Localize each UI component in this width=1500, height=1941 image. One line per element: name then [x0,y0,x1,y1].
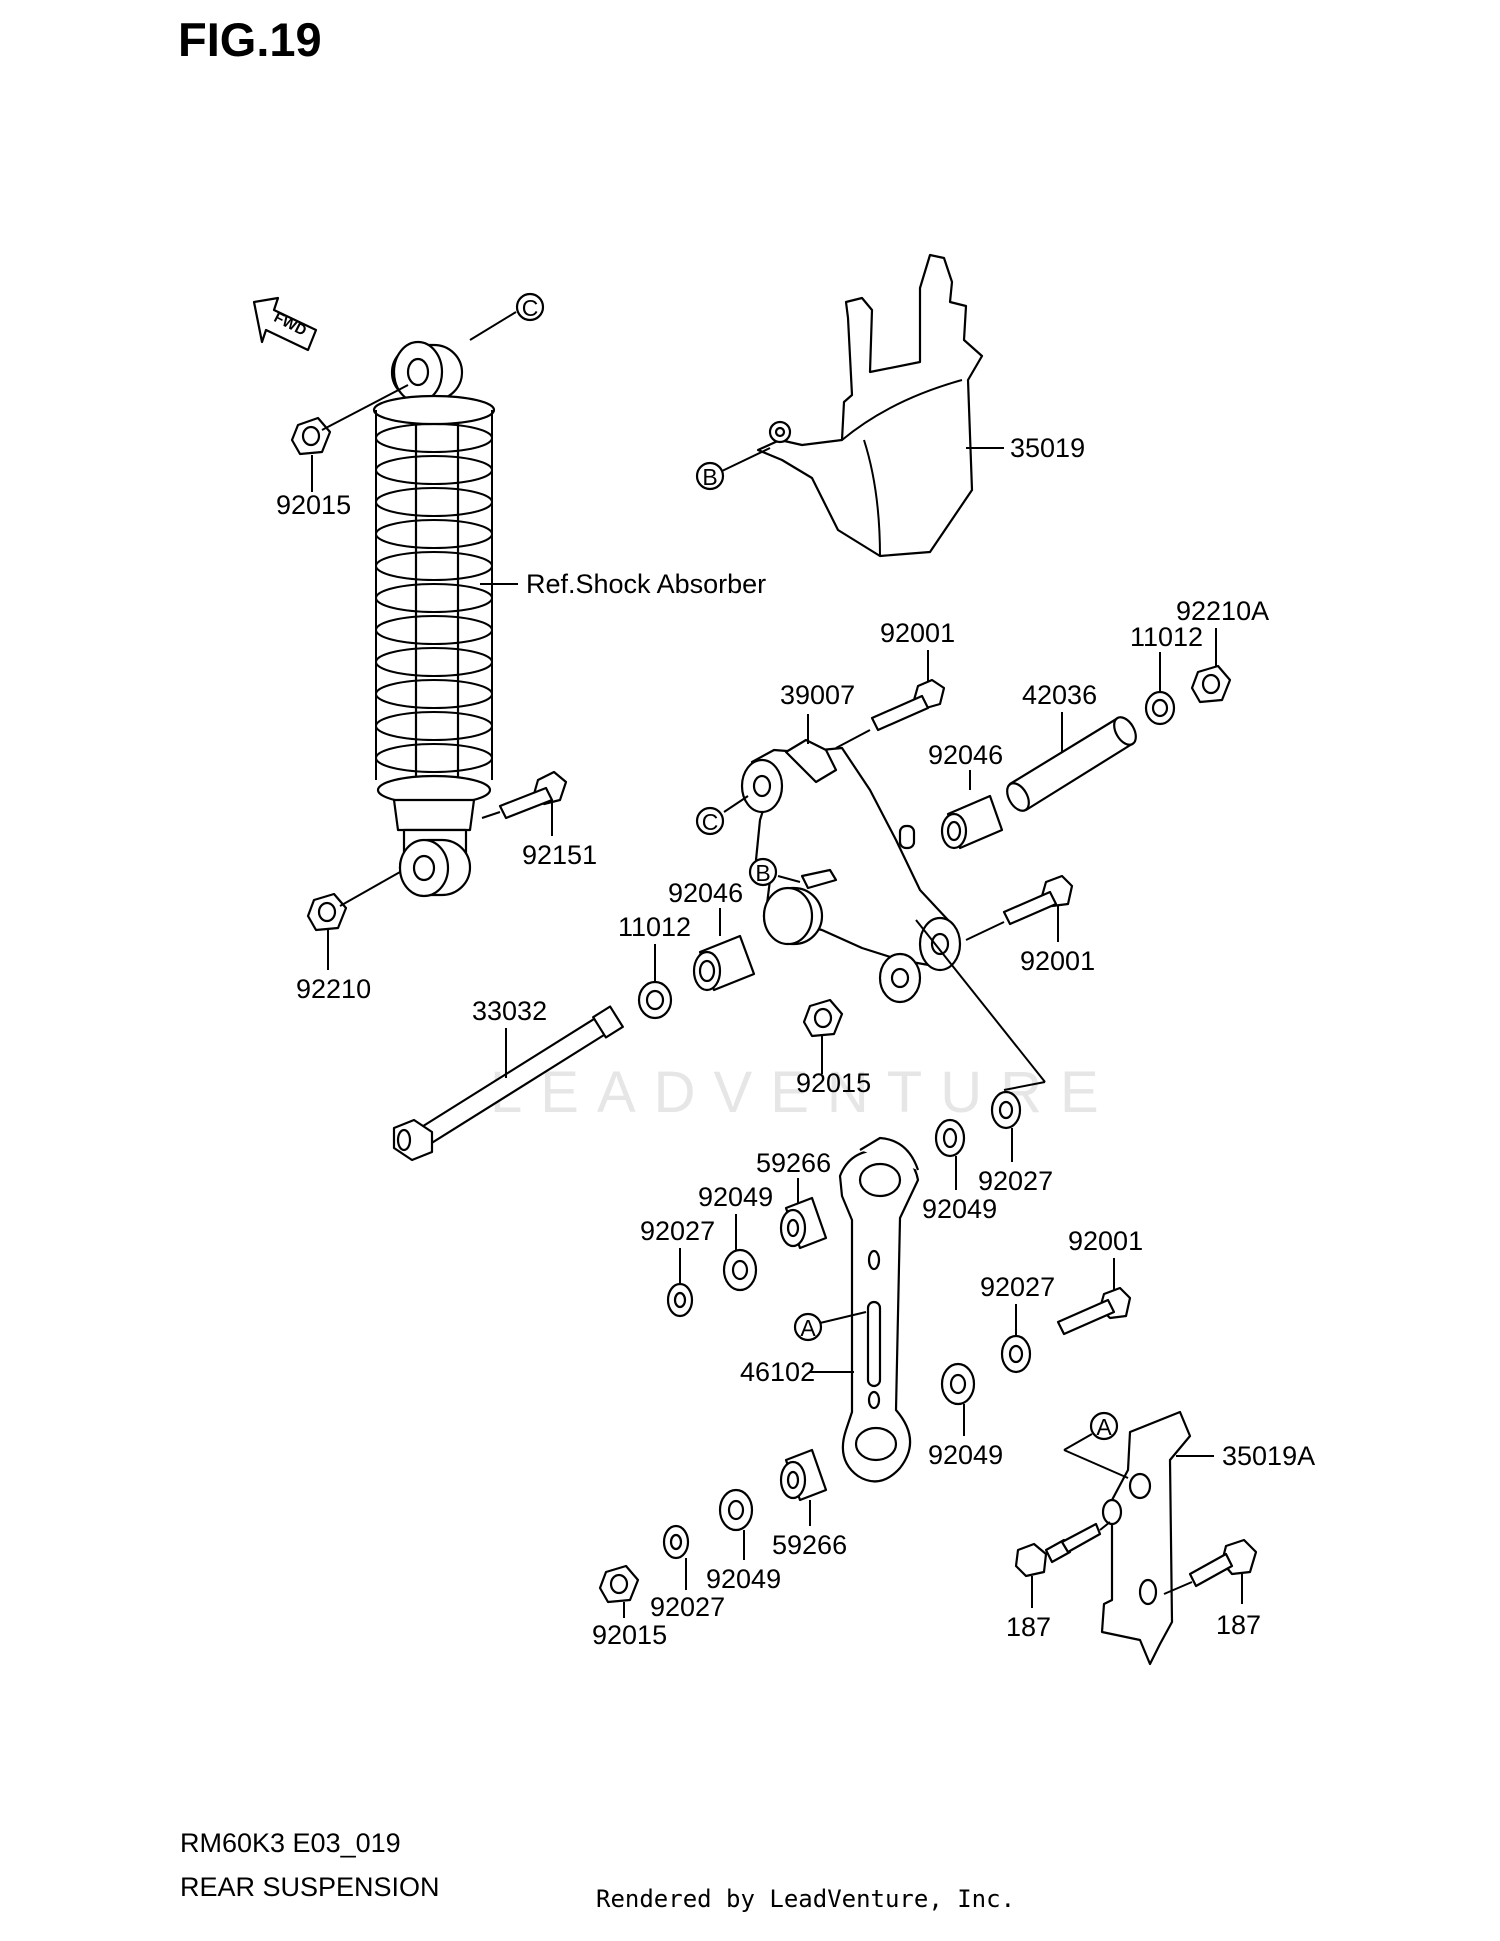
figure-name: REAR SUSPENSION [180,1872,440,1902]
label-35019A: 35019A [1222,1441,1315,1471]
label-35019: 35019 [1010,433,1085,463]
label-92049-low: 92049 [928,1440,1003,1470]
shock-absorber [372,340,496,898]
callout-b-mid: B [748,857,778,887]
bolt-187-right [1188,1538,1258,1588]
label-92001-low: 92001 [1068,1226,1143,1256]
spacer-92027-right [990,1090,1022,1130]
svg-text:A: A [1096,1414,1112,1440]
guard-35019A [1100,1410,1192,1666]
label-92027-left: 92027 [640,1216,715,1246]
spacer-59266-top [779,1196,828,1250]
svg-text:C: C [522,295,539,321]
label-42036: 42036 [1022,680,1097,710]
spacer-92027-bottom [662,1524,690,1560]
callout-c-mid: C [695,806,725,836]
label-92049-right: 92049 [922,1194,997,1224]
bolt-33032 [392,1005,624,1162]
spacer-92027-left [666,1282,694,1318]
label-11012-left: 11012 [618,912,691,942]
label-92049-bottom: 92049 [706,1564,781,1594]
label-92210A: 92210A [1176,596,1269,626]
svg-text:B: B [755,860,770,886]
washer-92049-left [722,1248,758,1292]
bolt-92001-low [1056,1286,1132,1336]
nut-92210A [1190,664,1232,704]
bushing-11012-left [637,980,673,1020]
callout-a-bottom: A [1089,1411,1119,1441]
bolt-187-left [1014,1522,1102,1578]
label-59266-top: 59266 [756,1148,831,1178]
label-46102: 46102 [740,1357,815,1387]
label-92015-bottom: 92015 [592,1620,667,1650]
spacer-59266-bottom [779,1448,828,1502]
label-187-right: 187 [1216,1610,1261,1640]
bearing-92046-right [940,794,1004,850]
svg-text:B: B [702,464,717,490]
tie-rod-46102 [838,1136,920,1483]
nut-92015-top [290,416,332,456]
washer-92049-right [934,1118,966,1158]
model-code: RM60K3 E03_019 [180,1828,401,1858]
label-59266-bottom: 59266 [772,1530,847,1560]
label-92001-top: 92001 [880,618,955,648]
nut-92210 [306,892,348,932]
callout-a-top: A [793,1312,823,1342]
chain-guard-35019 [756,253,984,558]
callout-c-top: C [515,292,545,322]
rendered-by-credit: Rendered by LeadVenture, Inc. [596,1885,1016,1913]
label-92049-left: 92049 [698,1182,773,1212]
label-92027-bottom: 92027 [650,1592,725,1622]
label-39007: 39007 [780,680,855,710]
label-92001-mid: 92001 [1020,946,1095,976]
washer-92049-low [940,1362,976,1406]
label-92015-mid: 92015 [796,1068,871,1098]
label-92015-top: 92015 [276,490,351,520]
label-11012-right: 11012 [1130,622,1203,652]
shock-spring [375,410,493,780]
bolt-92001-top [870,678,946,732]
bolt-92151 [498,770,568,820]
washer-92049-bottom [718,1488,754,1532]
label-33032: 33032 [472,996,547,1026]
bearing-92046-left [692,934,756,992]
label-92027-mid: 92027 [980,1272,1055,1302]
nut-92015-bottom [598,1564,640,1604]
label-92210: 92210 [296,974,371,1004]
label-92027-right: 92027 [978,1166,1053,1196]
label-92046-right: 92046 [928,740,1003,770]
shaft-42036 [1006,716,1137,812]
bolt-92001-mid [1002,874,1074,926]
nut-92015-mid [802,998,844,1038]
bushing-11012-right [1144,690,1176,726]
label-ref-shock-absorber: Ref.Shock Absorber [526,569,766,599]
label-187-left: 187 [1006,1612,1051,1642]
spacer-92027-mid [1000,1334,1032,1374]
svg-text:A: A [800,1315,816,1341]
callout-b-top: B [695,461,725,491]
figure-title: FIG.19 [178,13,322,66]
fwd-arrow-icon: FWD [252,296,318,352]
label-92046-left: 92046 [668,878,743,908]
label-92151: 92151 [522,840,597,870]
svg-text:C: C [702,809,719,835]
